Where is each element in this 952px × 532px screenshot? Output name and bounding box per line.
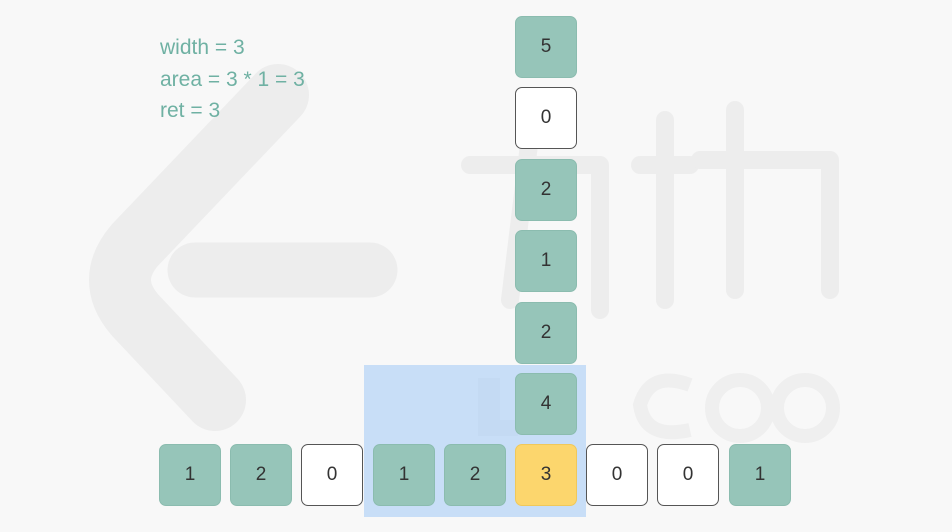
ret-text: ret = 3 <box>160 99 221 122</box>
array-cell: 2 <box>444 444 506 506</box>
stack-cell: 0 <box>515 87 577 149</box>
stack-cell-value: 4 <box>540 393 552 414</box>
array-cell-value: 1 <box>398 464 410 485</box>
array-cell: 1 <box>373 444 435 506</box>
array-cell-value: 2 <box>255 464 267 485</box>
stack-cell: 5 <box>515 16 577 78</box>
array-cell: 2 <box>230 444 292 506</box>
array-cell: 1 <box>729 444 791 506</box>
array-cell: 0 <box>301 444 363 506</box>
stack-cell: 2 <box>515 302 577 364</box>
array-cell-value: 0 <box>682 464 694 485</box>
array-cell: 0 <box>586 444 648 506</box>
width-text: width = 3 <box>160 36 245 59</box>
array-cell-value: 1 <box>754 464 766 485</box>
array-cell-value: 2 <box>469 464 481 485</box>
array-cell-value: 3 <box>540 464 552 485</box>
stack-cell-value: 1 <box>540 250 552 271</box>
stack-cell: 2 <box>515 159 577 221</box>
area-text: area = 3 * 1 = 3 <box>160 67 305 91</box>
stack-cell: 4 <box>515 373 577 435</box>
array-cell: 0 <box>657 444 719 506</box>
stack-cell-value: 2 <box>540 322 552 343</box>
array-cell-value: 1 <box>184 464 196 485</box>
stack-cell: 1 <box>515 230 577 292</box>
info-panel: width = 3 area = 3 * 1 = 3 ret = 3 <box>160 32 305 127</box>
array-cell-value: 0 <box>611 464 623 485</box>
array-cell: 1 <box>159 444 221 506</box>
stack-cell-value: 2 <box>540 179 552 200</box>
array-cell-current: 3 <box>515 444 577 506</box>
array-cell-value: 0 <box>326 464 338 485</box>
stack-cell-value: 0 <box>540 107 552 128</box>
stack-cell-value: 5 <box>540 36 552 57</box>
